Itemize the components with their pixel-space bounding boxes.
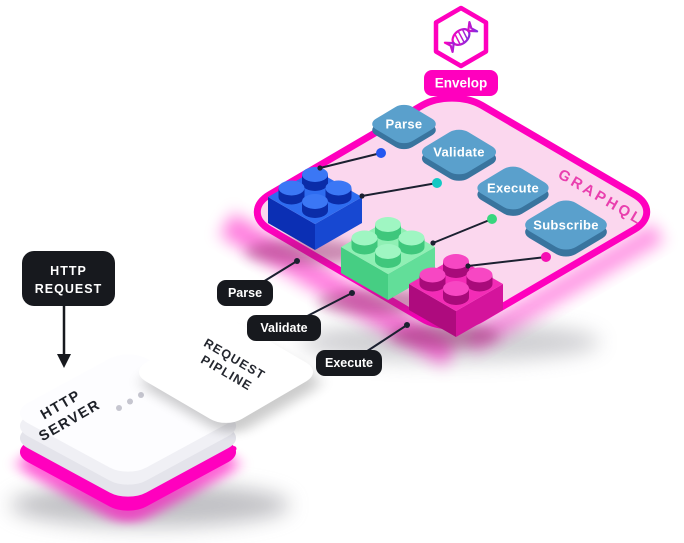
brick-studs <box>278 167 352 218</box>
plugin-tag-parse: Parse <box>372 104 436 150</box>
envelop-badge-label: Envelop <box>435 76 488 91</box>
plugin-connectors <box>319 152 547 267</box>
http-request-line1: HTTP <box>50 264 87 278</box>
candy-hexagon-icon <box>443 21 479 53</box>
brick-left-face <box>409 284 456 337</box>
anchor-dot <box>430 240 436 246</box>
magenta-lego-brick <box>389 254 503 348</box>
panel-magenta-glow-right <box>462 222 665 353</box>
brick-right-face <box>456 284 503 337</box>
server-magenta-dots <box>213 446 237 462</box>
stage-badge-execute: Execute <box>316 350 382 376</box>
stage-badge-label: Execute <box>325 356 373 370</box>
brick-right-face <box>315 197 362 250</box>
brick-left-face <box>341 247 388 300</box>
stage-badge-validate: Validate <box>247 315 321 341</box>
http-request-line2: REQUEST <box>35 282 102 296</box>
brick-studs <box>351 217 425 268</box>
plugin-tag-label: Execute <box>487 181 539 196</box>
stage-badge-parse: Parse <box>217 280 273 306</box>
plugin-tag-execute: Execute <box>477 166 549 216</box>
stage-badge-label: Parse <box>228 286 262 300</box>
plugin-connector-dots <box>317 148 551 269</box>
plugin-tag-validate: Validate <box>421 129 497 181</box>
request-arrow <box>57 306 71 368</box>
brick-right-face <box>388 247 435 300</box>
brick-shadow <box>245 239 361 265</box>
blue-lego-brick <box>245 167 362 265</box>
validate-dot <box>432 178 442 188</box>
brick-left-face <box>268 197 315 250</box>
envelop-logo: Envelop <box>424 5 498 96</box>
server-indicator-dots <box>116 392 144 411</box>
plate-surface <box>138 321 314 423</box>
anchor-dot <box>317 165 323 171</box>
plugin-tag-label: Validate <box>433 145 485 160</box>
subscribe-dot <box>541 252 551 262</box>
validate-connector-line <box>361 182 438 197</box>
anchor-dot <box>465 263 471 269</box>
stage-badge-label: Validate <box>260 321 307 335</box>
arrow-head <box>57 354 71 368</box>
envelop-badge: Envelop <box>424 70 498 96</box>
plugin-tag-subscribe: Subscribe <box>525 200 607 257</box>
plugin-tag-label: Parse <box>386 117 423 132</box>
request-pipeline-plate: REQUEST PIPLINE <box>138 321 319 433</box>
parse-dot <box>376 148 386 158</box>
parse-connector-line <box>319 152 382 169</box>
plugin-tag-label: Subscribe <box>533 218 599 233</box>
brick-studs <box>419 254 493 305</box>
execute-connector-line <box>432 218 493 244</box>
http-request-badge: HTTP REQUEST <box>22 251 115 306</box>
execute-dot <box>487 214 497 224</box>
subscribe-connector-line <box>467 256 547 267</box>
stage-connector-dots <box>294 258 410 328</box>
anchor-dot <box>359 193 365 199</box>
brick-shadow <box>389 324 499 348</box>
